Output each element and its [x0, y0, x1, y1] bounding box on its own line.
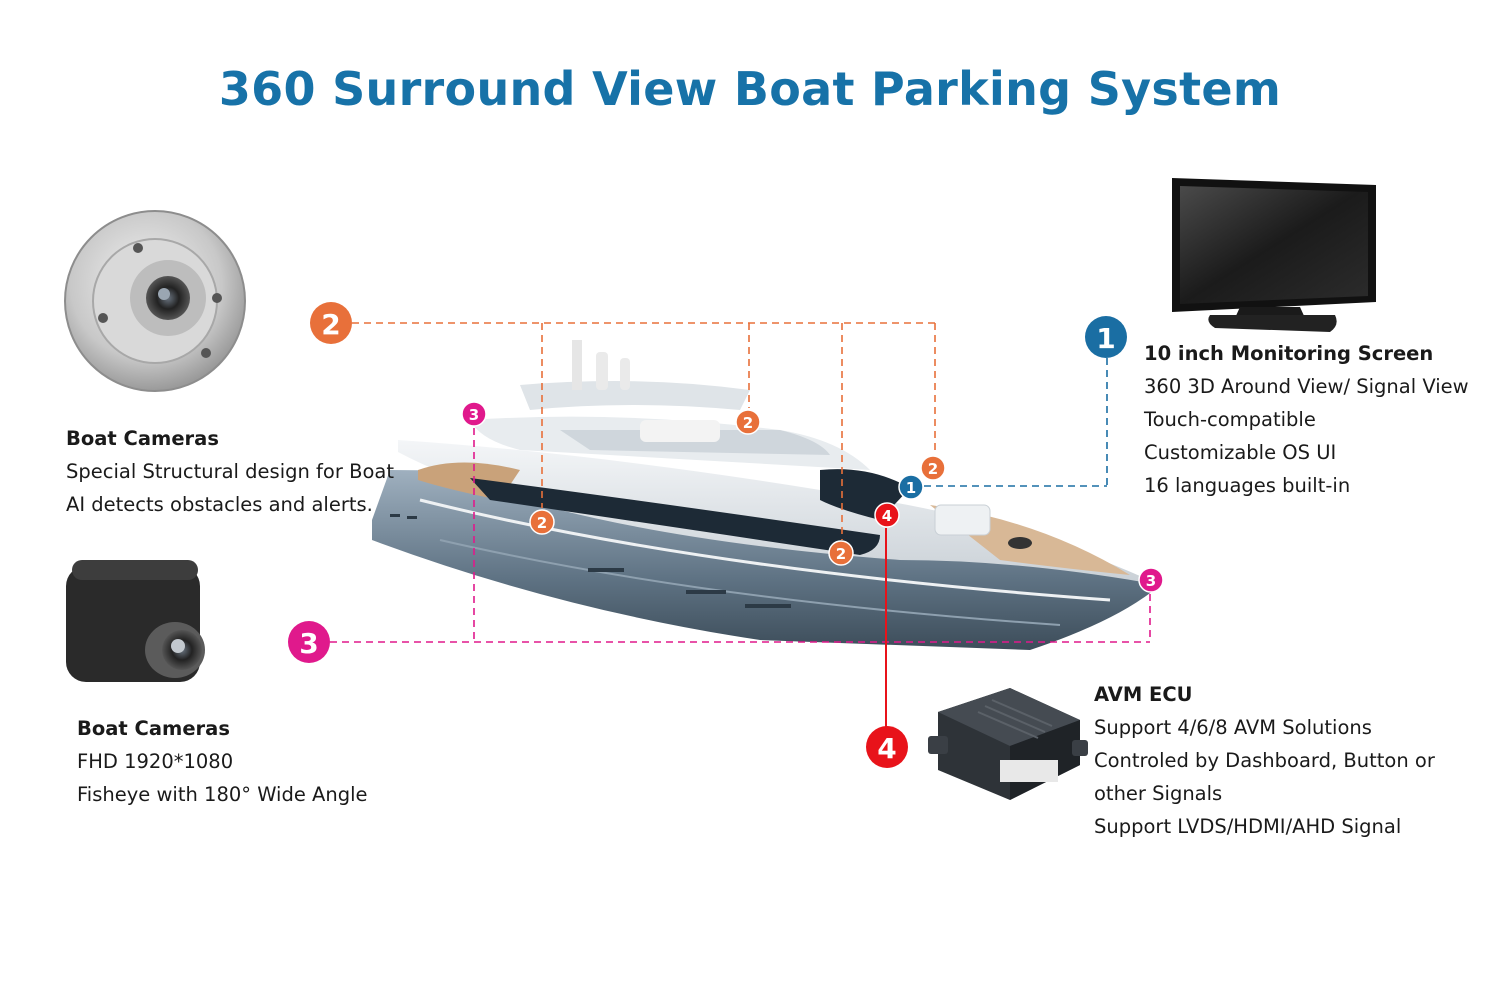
connector-1: [924, 358, 1108, 487]
dome-camera-line: Special Structural design for Boat: [66, 460, 394, 483]
ecu-description: AVM ECU Support 4/6/8 AVM Solutions Cont…: [1094, 678, 1435, 843]
screen-heading: 10 inch Monitoring Screen: [1144, 342, 1434, 365]
screen-description: 10 inch Monitoring Screen 360 3D Around …: [1144, 337, 1469, 502]
ecu-heading: AVM ECU: [1094, 683, 1193, 706]
svg-text:4: 4: [877, 732, 896, 765]
svg-text:2: 2: [836, 545, 846, 563]
connector-2: [352, 322, 936, 540]
screen-line: 360 3D Around View/ Signal View: [1144, 375, 1469, 398]
marker-1-small: 1: [898, 474, 924, 500]
marker-3-small: 3: [461, 401, 487, 427]
marker-2-small: 2: [828, 540, 854, 566]
svg-text:2: 2: [321, 308, 340, 341]
dome-camera-line: AI detects obstacles and alerts.: [66, 493, 373, 516]
page-title: 360 Surround View Boat Parking System: [218, 62, 1282, 116]
fisheye-camera-icon: [66, 560, 205, 682]
fisheye-camera-description: Boat Cameras FHD 1920*1080 Fisheye with …: [77, 712, 368, 811]
ecu-line: Controled by Dashboard, Button or: [1094, 749, 1435, 772]
marker-3-large: 3: [288, 621, 330, 663]
fisheye-camera-heading: Boat Cameras: [77, 717, 230, 740]
screen-line: 16 languages built-in: [1144, 474, 1351, 497]
dome-camera-icon: [64, 210, 246, 392]
ecu-line: other Signals: [1094, 782, 1223, 805]
dome-camera-heading: Boat Cameras: [66, 427, 219, 450]
marker-2-large: 2: [310, 302, 352, 344]
svg-text:4: 4: [882, 507, 892, 525]
svg-text:3: 3: [1146, 572, 1156, 590]
marker-2-small: 2: [735, 409, 761, 435]
monitor-icon: [1172, 178, 1376, 332]
ecu-box-icon: [928, 688, 1088, 800]
fisheye-camera-line: Fisheye with 180° Wide Angle: [77, 783, 368, 806]
marker-1-large: 1: [1085, 316, 1127, 358]
marker-2-small: 2: [920, 455, 946, 481]
marker-4-small: 4: [874, 502, 900, 528]
ecu-line: Support 4/6/8 AVM Solutions: [1094, 716, 1372, 739]
svg-text:1: 1: [1096, 322, 1115, 355]
dome-camera-description: Boat Cameras Special Structural design f…: [66, 422, 394, 521]
svg-text:3: 3: [299, 627, 318, 660]
svg-text:2: 2: [537, 514, 547, 532]
svg-text:3: 3: [469, 406, 479, 424]
yacht-icon: [372, 340, 1160, 650]
connector-3: [330, 428, 1151, 643]
connector-lines: [330, 322, 1151, 643]
svg-text:1: 1: [906, 479, 916, 497]
screen-line: Touch-compatible: [1144, 408, 1316, 431]
ecu-line: Support LVDS/HDMI/AHD Signal: [1094, 815, 1402, 838]
fisheye-camera-line: FHD 1920*1080: [77, 750, 234, 773]
marker-2-small: 2: [529, 509, 555, 535]
screen-line: Customizable OS UI: [1144, 441, 1337, 464]
marker-4-large: 4: [866, 726, 908, 768]
svg-text:2: 2: [743, 414, 753, 432]
svg-text:2: 2: [928, 460, 938, 478]
marker-3-small: 3: [1138, 567, 1164, 593]
